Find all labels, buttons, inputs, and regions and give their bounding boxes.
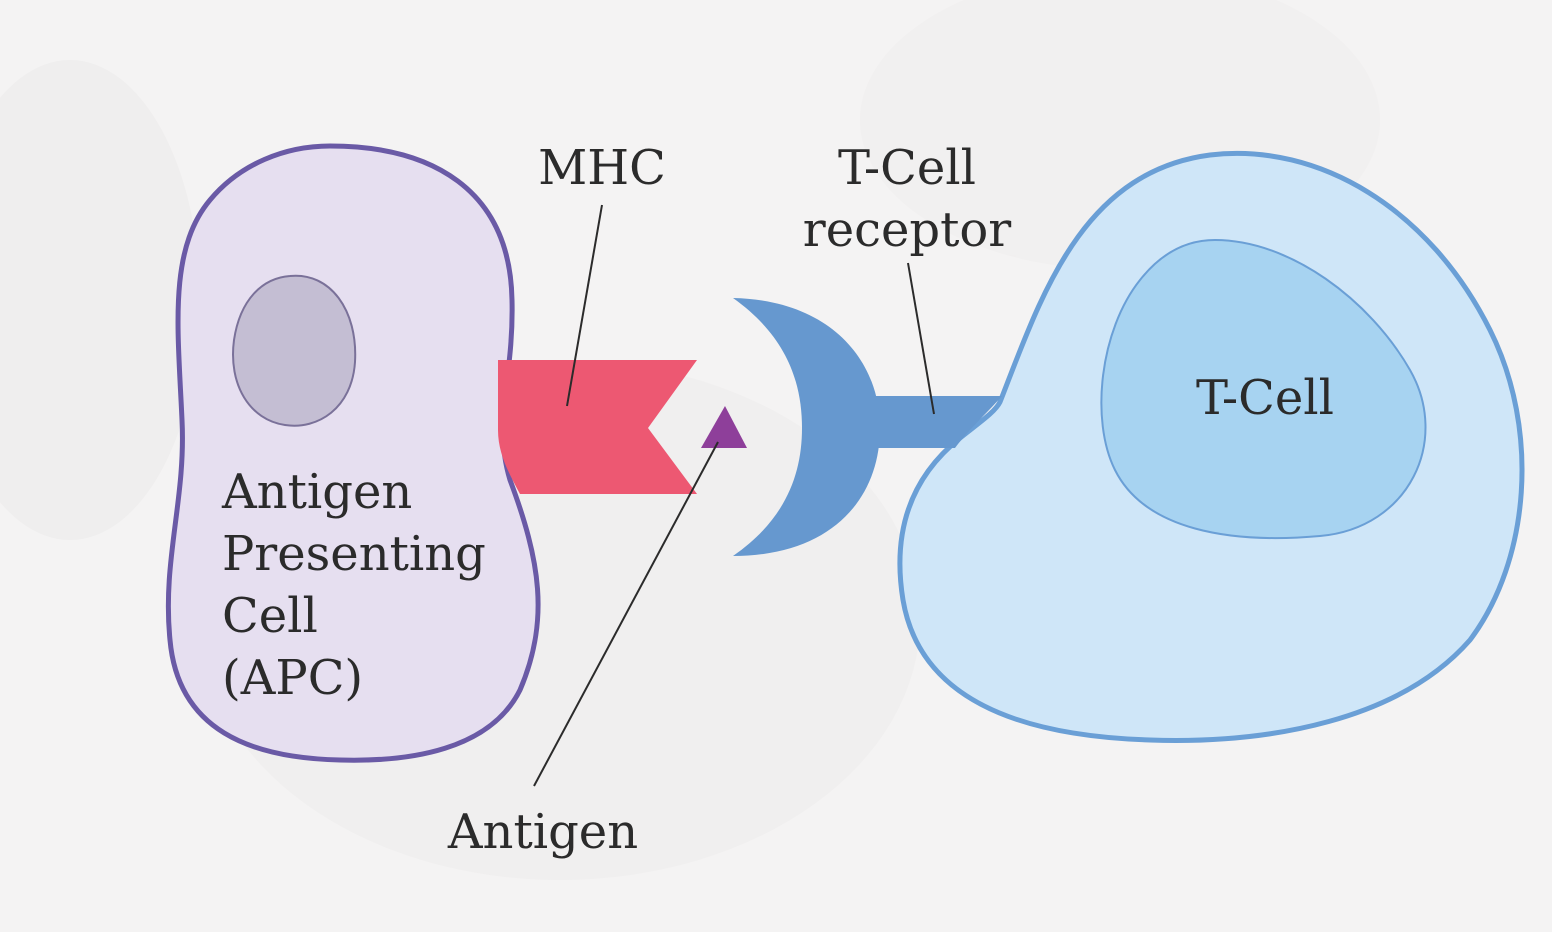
apc-label-line3: Cell — [222, 588, 318, 644]
tcell-receptor — [733, 298, 880, 556]
antigen-label: Antigen — [447, 804, 638, 860]
mhc-leader-line — [566, 204, 603, 407]
antigen-leader-line — [533, 441, 719, 787]
tcell-receptor-stem — [860, 396, 1002, 448]
mhc-molecule — [498, 360, 697, 494]
apc-label-line4: (APC) — [222, 650, 363, 706]
apc-label-line2: Presenting — [222, 526, 486, 582]
tcell-receptor-label-line1: T-Cell — [838, 140, 976, 196]
mhc-label: MHC — [538, 140, 666, 196]
tcell-label: T-Cell — [1196, 370, 1334, 426]
apc-label-line1: Antigen — [221, 464, 412, 520]
antigen-marker — [701, 406, 747, 448]
apc-nucleus — [232, 274, 357, 427]
tcell-nucleus — [1100, 238, 1427, 540]
tcell-receptor-label-line2: receptor — [803, 202, 1012, 258]
receptor-leader-line — [907, 262, 935, 415]
